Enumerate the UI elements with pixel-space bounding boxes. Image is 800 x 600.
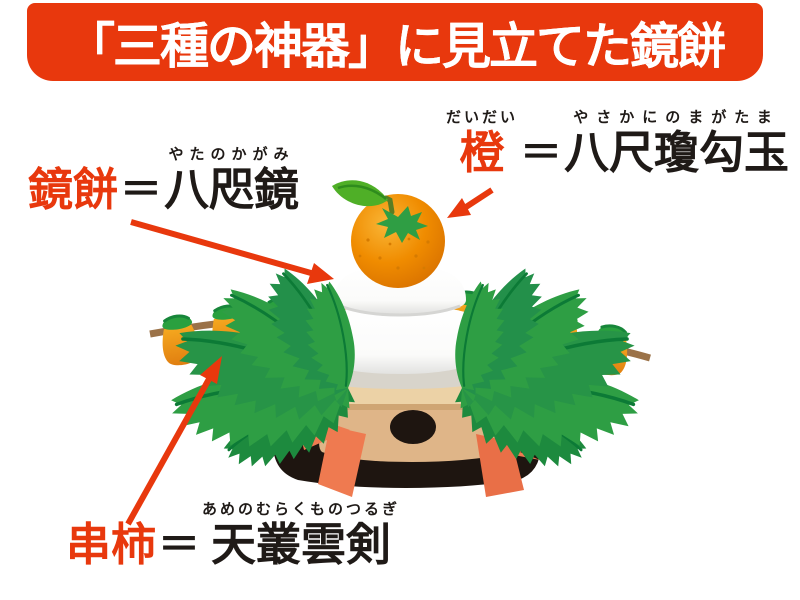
- label-kushigaki: 串柿 ＝ あめのむらくものつるぎ 天叢雲剣: [66, 501, 401, 570]
- kushigaki-term: 串柿: [66, 518, 157, 570]
- orange-calyx: [376, 206, 428, 243]
- daidai-furigana: だいだい: [446, 109, 519, 126]
- kagamimochi-term: 鏡餅: [28, 163, 119, 215]
- orange-stem: [383, 195, 395, 215]
- label-kagamimochi: 鏡餅 ＝ やたのかがみ 八咫鏡: [28, 146, 300, 215]
- ame-no-murakumo-name: 天叢雲剣: [211, 518, 392, 570]
- arrow-to-mochi: [130, 219, 334, 284]
- daidai-orange: [332, 180, 445, 288]
- equals-sign: ＝: [520, 129, 563, 177]
- arrow-to-persimmons: [125, 356, 222, 526]
- daidai-term: 橙: [459, 126, 505, 178]
- ame-no-murakumo-furigana: あめのむらくものつるぎ: [202, 501, 401, 518]
- pointer-arrows: [125, 187, 494, 526]
- label-daidai: だいだい 橙 ＝ やさかにのまがたま 八尺瓊勾玉: [446, 109, 790, 178]
- equals-sign: ＝: [158, 521, 201, 569]
- page-title: 「三種の神器」に見立てた鏡餅: [65, 19, 726, 74]
- equals-sign: ＝: [120, 166, 163, 214]
- yasakani-no-magatama-furigana: やさかにのまがたま: [573, 109, 780, 126]
- orange-speckles: [358, 220, 430, 270]
- title-banner: 「三種の神器」に見立てた鏡餅: [27, 3, 763, 81]
- yata-no-kagami-name: 八咫鏡: [164, 163, 300, 215]
- sanpo-hole: [390, 410, 436, 444]
- yasakani-no-magatama-name: 八尺瓊勾玉: [564, 126, 790, 178]
- yata-no-kagami-furigana: やたのかがみ: [168, 146, 295, 163]
- arrow-to-orange: [447, 187, 494, 218]
